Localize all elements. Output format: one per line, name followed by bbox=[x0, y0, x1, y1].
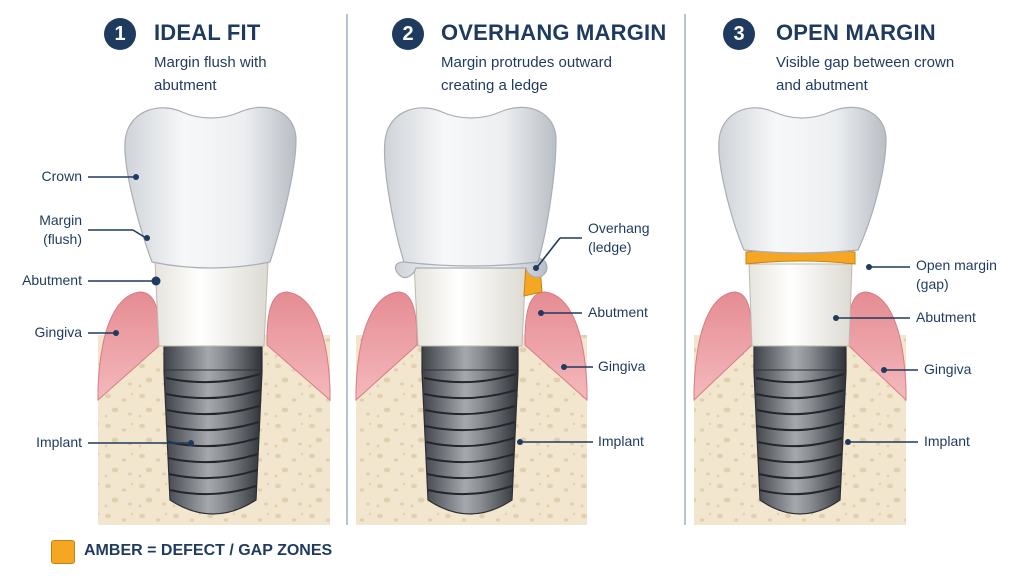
label-crown: Crown bbox=[41, 168, 82, 184]
implant-collar bbox=[163, 345, 263, 371]
gingiva bbox=[524, 291, 588, 402]
implant-threads bbox=[423, 373, 517, 496]
legend-swatch bbox=[51, 540, 75, 564]
panel-1-number-badge: 1 bbox=[104, 18, 136, 50]
leader-overhang bbox=[533, 237, 582, 271]
leader-abutment bbox=[538, 310, 582, 316]
label-gingiva: Gingiva bbox=[34, 324, 82, 340]
label-implant: Implant bbox=[924, 433, 970, 449]
abutment bbox=[154, 261, 269, 347]
label-abutment: Abutment bbox=[916, 309, 976, 325]
panel-1-subtitle-line: abutment bbox=[154, 77, 217, 94]
crown bbox=[718, 106, 887, 254]
panel-3-number-badge: 3 bbox=[723, 18, 755, 50]
panel-3-illustration bbox=[693, 106, 907, 525]
gingiva bbox=[266, 291, 331, 402]
leader-implant bbox=[88, 440, 194, 446]
label-overhang-line: (ledge) bbox=[588, 239, 632, 255]
panel-2-subtitle: Margin protrudes outward creating a ledg… bbox=[441, 51, 612, 97]
label-margin: Margin (flush) bbox=[39, 211, 82, 249]
label-margin-line: (flush) bbox=[43, 231, 82, 247]
panel-2-subtitle-line: creating a ledge bbox=[441, 77, 548, 94]
label-open-margin: Open margin (gap) bbox=[916, 256, 997, 294]
leader-gingiva bbox=[88, 330, 119, 336]
panel-3-subtitle-line: Visible gap between crown bbox=[776, 54, 955, 71]
leader-margin bbox=[88, 229, 150, 241]
abutment bbox=[748, 263, 853, 347]
crown bbox=[124, 106, 297, 269]
panel-3-subtitle: Visible gap between crown and abutment bbox=[776, 51, 954, 97]
leader-gingiva bbox=[881, 367, 918, 373]
label-gingiva: Gingiva bbox=[598, 358, 646, 374]
label-gingiva: Gingiva bbox=[924, 361, 972, 377]
panel-2-illustration bbox=[355, 106, 588, 525]
leader-crown bbox=[88, 174, 139, 180]
label-overhang-line: Overhang bbox=[588, 220, 650, 236]
panel-3-subtitle-line: and abutment bbox=[776, 77, 868, 94]
panel-1-subtitle: Margin flush with abutment bbox=[154, 51, 267, 97]
panel-2-subtitle-line: Margin protrudes outward bbox=[441, 54, 612, 71]
panel-1-subtitle-line: Margin flush with bbox=[154, 54, 267, 71]
label-open-margin-line: (gap) bbox=[916, 276, 949, 292]
legend-text: AMBER = DEFECT / GAP ZONES bbox=[84, 542, 333, 559]
label-abutment: Abutment bbox=[22, 272, 82, 288]
abutment bbox=[413, 261, 527, 347]
label-implant: Implant bbox=[598, 433, 644, 449]
panel-3-title: OPEN MARGIN bbox=[776, 20, 936, 45]
label-implant: Implant bbox=[36, 434, 82, 450]
leader-gingiva bbox=[561, 364, 593, 370]
panel-1-title: IDEAL FIT bbox=[154, 20, 261, 45]
crown bbox=[383, 106, 557, 267]
panel-2-number: 2 bbox=[402, 22, 414, 45]
leader-open-margin bbox=[866, 264, 910, 270]
leader-implant bbox=[517, 439, 593, 445]
leader-abutment bbox=[833, 315, 910, 321]
label-open-margin-line: Open margin bbox=[916, 257, 997, 273]
panel-2-number-badge: 2 bbox=[392, 18, 424, 50]
label-abutment: Abutment bbox=[588, 304, 648, 320]
panel-3-number: 3 bbox=[733, 22, 745, 45]
label-overhang: Overhang (ledge) bbox=[588, 219, 649, 257]
gingiva bbox=[355, 291, 418, 402]
leader-implant bbox=[845, 439, 918, 445]
panel-2-title: OVERHANG MARGIN bbox=[441, 20, 667, 45]
implant-threads bbox=[755, 373, 845, 496]
panel-1-number: 1 bbox=[114, 22, 126, 45]
implant-collar bbox=[753, 345, 847, 371]
label-margin-line: Margin bbox=[39, 212, 82, 228]
panel-1-illustration bbox=[97, 106, 331, 525]
implant-collar bbox=[421, 345, 519, 371]
leader-abutment bbox=[88, 276, 161, 286]
